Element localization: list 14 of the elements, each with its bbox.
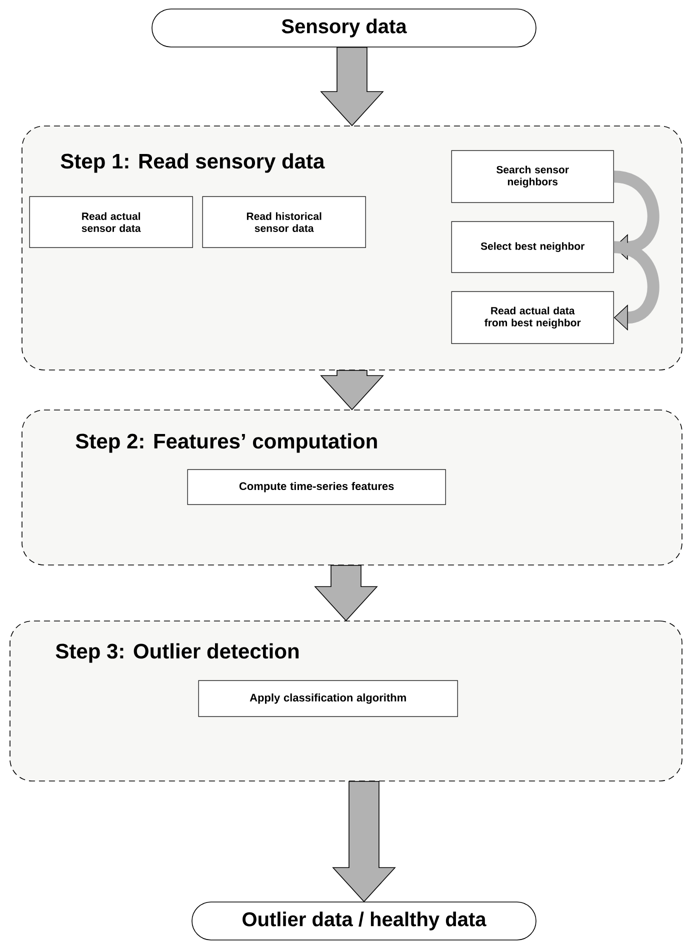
terminal-pill: Outlier data / healthy data [192,902,536,940]
process-box: Read actual sensor data [29,196,193,248]
process-box: Read historical sensor data [202,196,366,248]
process-box: Read actual data from best neighbor [451,291,614,344]
terminal-pill: Sensory data [152,8,536,48]
u-turn-arrow [613,241,660,331]
process-box: Select best neighbor [451,221,614,273]
block-arrow [320,370,384,410]
block-arrow [332,781,396,902]
process-box: Compute time-series features [187,469,446,505]
block-arrow [320,47,384,126]
process-box: Search sensor neighbors [451,150,614,203]
block-arrow [314,565,378,622]
process-box: Apply classification algorithm [198,680,458,717]
